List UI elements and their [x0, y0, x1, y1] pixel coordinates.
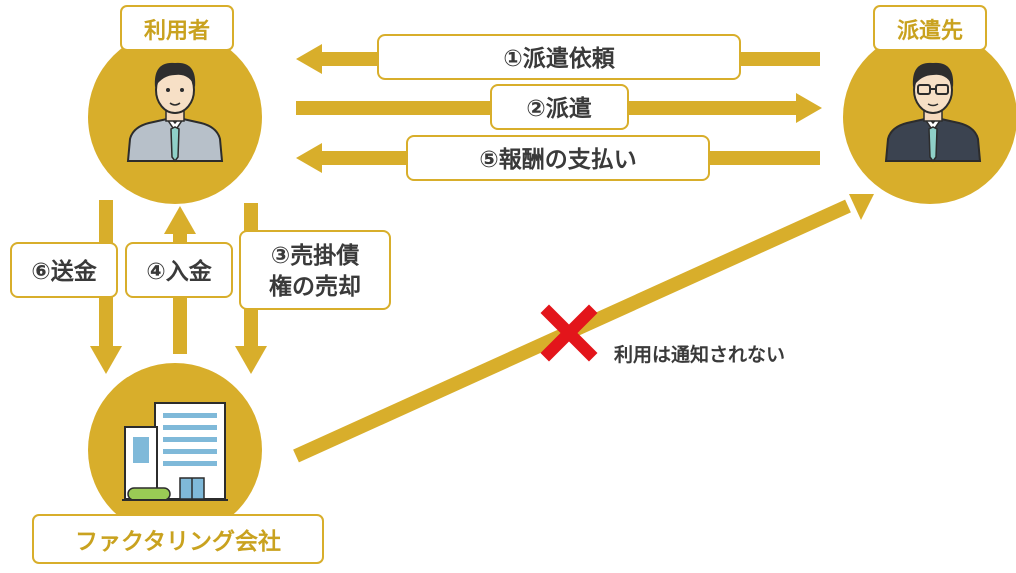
user-tag: 利用者 — [120, 5, 234, 51]
flow-label-4: ④入金 — [125, 242, 233, 298]
flow-label-6: ⑥送金 — [10, 242, 118, 298]
businessman-glasses-icon — [884, 62, 982, 163]
flow-3-text-line2: 権の売却 — [269, 273, 361, 300]
flow-4-text: ④入金 — [146, 258, 212, 285]
red-cross-icon — [540, 304, 598, 362]
flow-3-text-line1: ③売掛債 — [271, 243, 359, 269]
flow-label-3: ③売掛債 権の売却 — [239, 230, 391, 310]
flow-6-text: ⑥送金 — [31, 258, 97, 285]
office-building-icon — [122, 402, 228, 501]
dispatch-label: 派遣先 — [897, 19, 963, 44]
businessman-icon — [126, 62, 224, 163]
flow-label-5: ⑤報酬の支払い — [406, 135, 710, 181]
factoring-tag: ファクタリング会社 — [32, 514, 324, 564]
flow-5-text: ⑤報酬の支払い — [479, 146, 636, 173]
user-label: 利用者 — [144, 19, 210, 44]
factoring-label: ファクタリング会社 — [75, 528, 281, 555]
dispatch-tag: 派遣先 — [873, 5, 987, 51]
flow-1-text: ①派遣依頼 — [503, 45, 615, 72]
flow-2-text: ②派遣 — [526, 96, 591, 122]
not-notified-note: 利用は通知されない — [614, 343, 785, 366]
flow-label-2: ②派遣 — [490, 84, 629, 130]
flow-label-1: ①派遣依頼 — [377, 34, 741, 80]
